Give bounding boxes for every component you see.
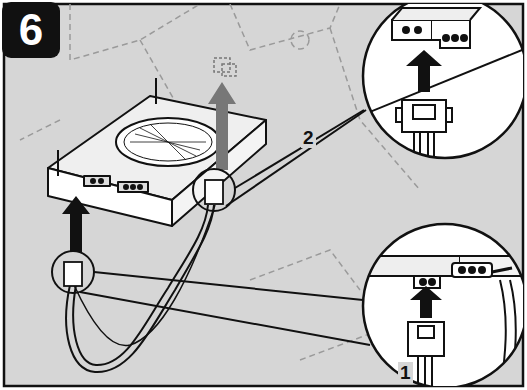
wire: [66, 205, 215, 372]
push-arrow: [62, 58, 236, 252]
step-badge: 6: [2, 2, 60, 58]
step-number: 6: [19, 8, 43, 52]
connector-plug: [64, 180, 223, 286]
joist-outline: [20, 4, 420, 360]
callout-number: 1: [398, 362, 413, 383]
detail-marker: [52, 110, 370, 345]
detail-view: [355, 4, 523, 386]
callout-number: 2: [301, 127, 316, 148]
